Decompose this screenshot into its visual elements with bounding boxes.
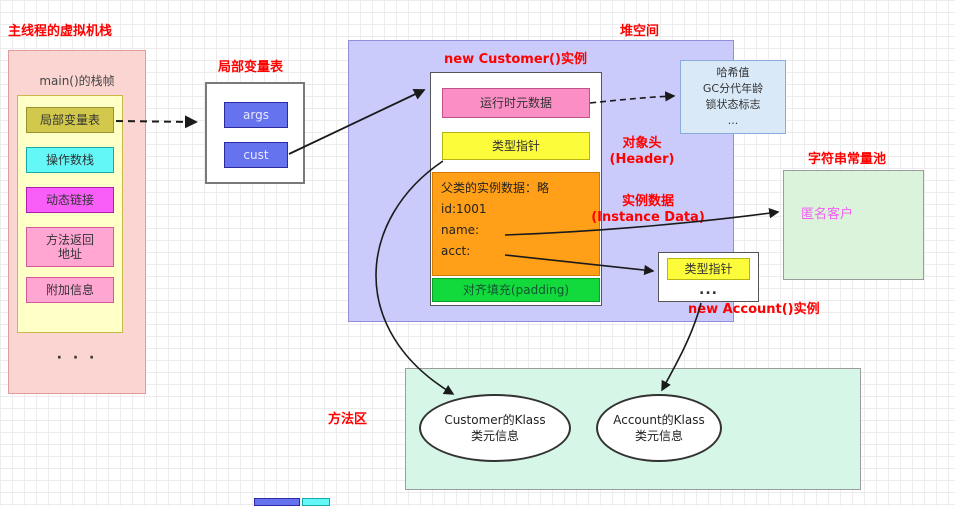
customer-instance-title: new Customer()实例	[444, 52, 587, 67]
account-type-pointer: 类型指针	[667, 258, 750, 280]
customer-klass-ellipse: Customer的Klass 类元信息	[419, 394, 571, 462]
vm-stack-ellipsis: · · ·	[56, 350, 98, 366]
var-slot-args: args	[224, 102, 288, 128]
account-ellipsis: ...	[699, 282, 718, 298]
stack-item-operand-stack: 操作数栈	[26, 147, 114, 173]
var-slot-cust: cust	[224, 142, 288, 168]
vm-stack-title: 主线程的虚拟机栈	[8, 24, 113, 39]
string-pool-box	[783, 170, 924, 280]
customer-runtime-metadata: 运行时元数据	[442, 88, 590, 118]
clipped-shape-2	[302, 498, 330, 506]
anon-customer-string: 匿名客户	[801, 207, 854, 222]
stack-item-return-address: 方法返回 地址	[26, 227, 114, 267]
account-klass-ellipse: Account的Klass 类元信息	[596, 394, 722, 462]
field-id: id:1001	[441, 202, 487, 216]
local-var-table-box	[205, 82, 305, 184]
parent-instance-data-line: 父类的实例数据：略	[441, 181, 550, 195]
stack-item-extra-info: 附加信息	[26, 277, 114, 303]
object-header-label: 对象头 (Header)	[609, 136, 675, 168]
field-acct: acct:	[441, 244, 471, 258]
stack-item-local-variable-table: 局部变量表	[26, 107, 114, 133]
mark-word-box: 哈希值 GC分代年龄 锁状态标志 ...	[680, 60, 786, 134]
instance-data-label: 实例数据 (Instance Data)	[591, 194, 705, 226]
stack-frame-title: main()的栈帧	[39, 74, 115, 88]
stack-item-dynamic-link: 动态链接	[26, 187, 114, 213]
heap-title: 堆空间	[620, 24, 660, 39]
field-name: name:	[441, 223, 480, 237]
clipped-shape-1	[254, 498, 300, 506]
account-instance-title: new Account()实例	[688, 302, 820, 317]
customer-padding: 对齐填充(padding)	[432, 278, 600, 302]
local-var-table-title: 局部变量表	[218, 60, 284, 75]
customer-type-pointer: 类型指针	[442, 132, 590, 160]
string-pool-title: 字符串常量池	[808, 152, 887, 167]
method-area-title: 方法区	[328, 412, 368, 427]
customer-instance-data: 父类的实例数据：略 id:1001 name: acct:	[432, 172, 600, 276]
